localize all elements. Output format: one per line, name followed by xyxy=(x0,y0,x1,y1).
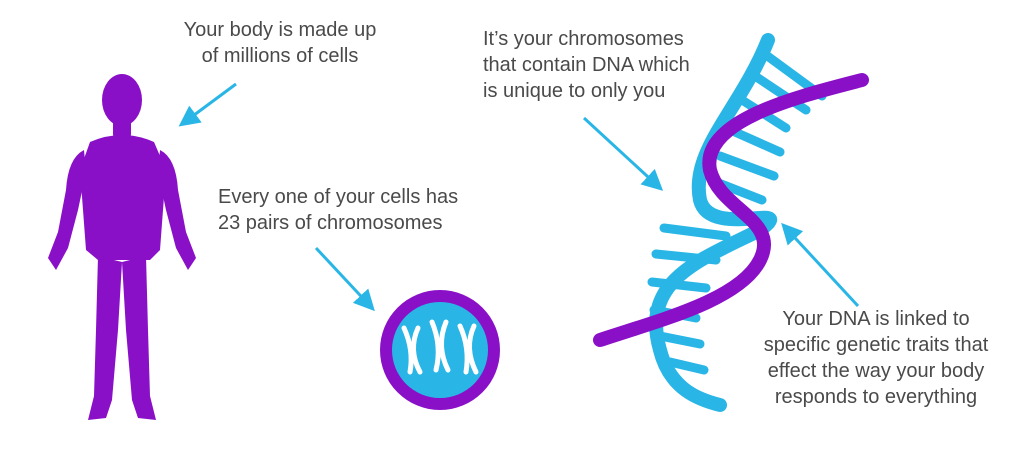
chromosome-icon xyxy=(401,319,479,375)
cell-icon xyxy=(380,290,500,410)
arrow-to-cell xyxy=(314,246,375,312)
cells-caption-line: Every one of your cells has xyxy=(218,186,459,208)
cells-caption-line: 23 pairs of chromosomes xyxy=(218,212,443,234)
dna-caption-line: responds to everything xyxy=(774,386,978,408)
dna-caption-line: specific genetic traits that xyxy=(763,334,989,356)
body-caption: Your body is made up of millions of cell… xyxy=(160,17,400,69)
arrow-from-dna-caption xyxy=(781,222,860,308)
chromosomes-caption: It’s your chromosomes that contain DNA w… xyxy=(483,26,690,104)
arrow-to-body xyxy=(178,82,237,127)
chromosomes-caption-line: It’s your chromosomes xyxy=(483,28,684,50)
dna-caption-line: effect the way your body xyxy=(767,360,985,382)
dna-helix-icon xyxy=(593,33,869,412)
human-body-icon xyxy=(48,74,196,420)
chromosomes-caption-line: that contain DNA which xyxy=(483,54,690,76)
arrow-to-dna xyxy=(582,116,664,191)
dna-caption-line: Your DNA is linked to xyxy=(782,308,970,330)
dna-caption: Your DNA is linked to specific genetic t… xyxy=(736,306,1016,410)
chromosomes-caption-line: is unique to only you xyxy=(483,80,666,102)
body-caption-line: of millions of cells xyxy=(201,45,359,67)
cells-caption: Every one of your cells has 23 pairs of … xyxy=(218,184,458,236)
body-caption-line: Your body is made up xyxy=(183,19,377,41)
